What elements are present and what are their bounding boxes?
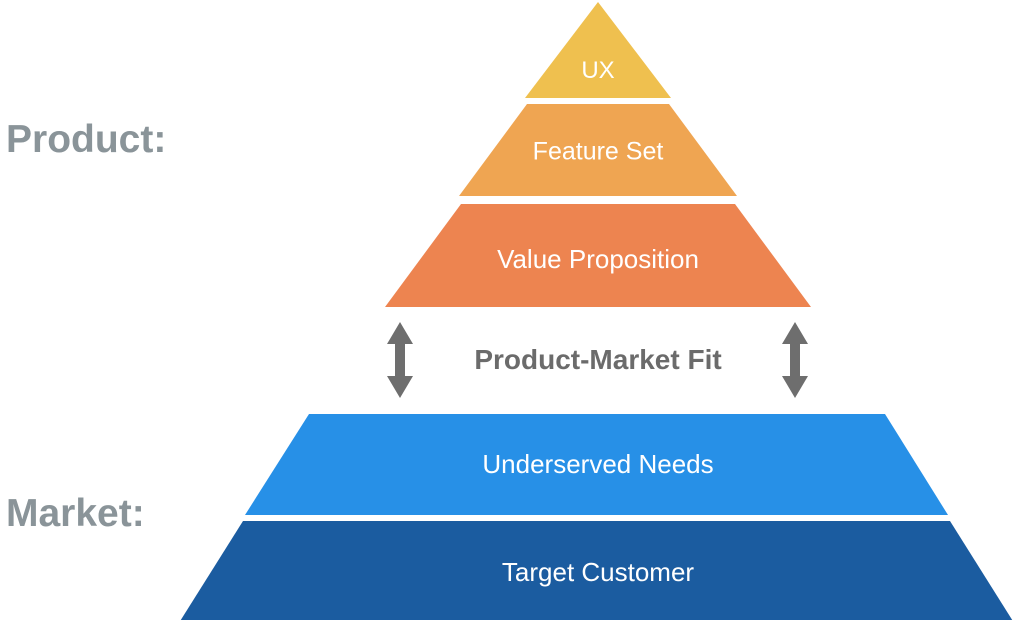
- tier-label-underserved-needs: Underserved Needs: [482, 449, 714, 479]
- tier-shape-value-proposition[interactable]: [385, 204, 811, 307]
- tier-shape-underserved-needs[interactable]: [245, 414, 948, 515]
- double-arrow-right-icon: [782, 322, 808, 398]
- section-label-market: Market:: [6, 492, 145, 535]
- product-market-fit-label: Product-Market Fit: [474, 344, 722, 375]
- tier-label-ux: UX: [581, 57, 615, 84]
- tier-shape-target-customer[interactable]: [177, 521, 1016, 620]
- tier-shape-feature-set[interactable]: [459, 104, 737, 196]
- tier-label-feature-set: Feature Set: [532, 137, 664, 166]
- tier-label-target-customer: Target Customer: [501, 557, 695, 587]
- section-label-product: Product:: [6, 118, 167, 161]
- tier-label-value-proposition: Value Proposition: [497, 244, 699, 274]
- tier-shape-ux[interactable]: [525, 2, 671, 98]
- double-arrow-left-icon: [387, 322, 413, 398]
